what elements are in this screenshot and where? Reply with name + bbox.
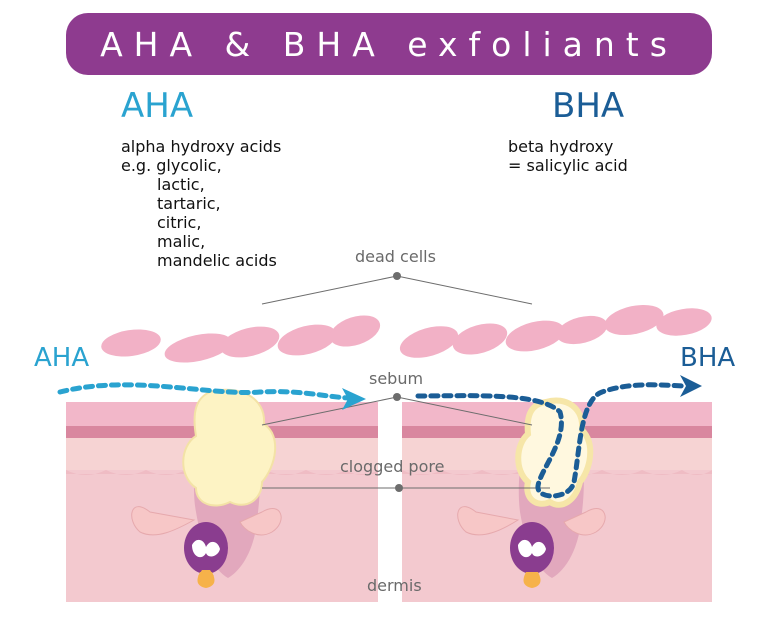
dead-cell (164, 333, 232, 363)
aha-desc-line: mandelic acids (157, 251, 277, 270)
aha-side-label: AHA (34, 343, 90, 373)
dead-cell (505, 320, 565, 352)
dead-cell (399, 326, 459, 358)
dead-cell (101, 329, 161, 357)
clogged-pore-label: clogged pore (340, 457, 445, 476)
dotted-arrow-up-right-icon (415, 375, 702, 499)
aha-desc-line: alpha hydroxy acids (121, 137, 282, 156)
bha-side-label: BHA (680, 343, 736, 373)
dead-cells (101, 304, 712, 363)
aha-desc-line: lactic, (157, 175, 205, 194)
bha-heading: BHA (552, 86, 625, 126)
dead-cells-label: dead cells (355, 247, 436, 266)
aha-desc-line: e.g. glycolic, (121, 156, 222, 175)
bha-desc-line: beta hydroxy (508, 137, 614, 156)
aha-desc-line: citric, (157, 213, 202, 232)
title-banner: AHA & BHA exfoliants (66, 13, 712, 75)
dotted-arrow-right-icon (57, 382, 366, 410)
aha-description: alpha hydroxy acids e.g. glycolic, lacti… (121, 137, 281, 270)
dead-cell (656, 308, 712, 336)
callout-dots (393, 272, 403, 492)
aha-heading: AHA (121, 86, 194, 126)
bha-description: beta hydroxy = salicylic acid (508, 137, 628, 175)
dead-cell (452, 323, 508, 355)
left-clogged-pore (131, 388, 282, 588)
aha-desc-line: tartaric, (157, 194, 221, 213)
bha-desc-line: = salicylic acid (508, 156, 628, 175)
dead-cell (329, 315, 381, 347)
dead-cell (220, 326, 280, 358)
aha-desc-line: malic, (157, 232, 206, 251)
dead-cell (277, 324, 337, 356)
sebum-label: sebum (369, 369, 424, 388)
dermis-label: dermis (367, 576, 422, 595)
callout-lines (261, 275, 550, 489)
dead-cell (556, 315, 608, 345)
page-title: AHA & BHA exfoliants (100, 24, 678, 64)
dead-cell (604, 304, 664, 336)
